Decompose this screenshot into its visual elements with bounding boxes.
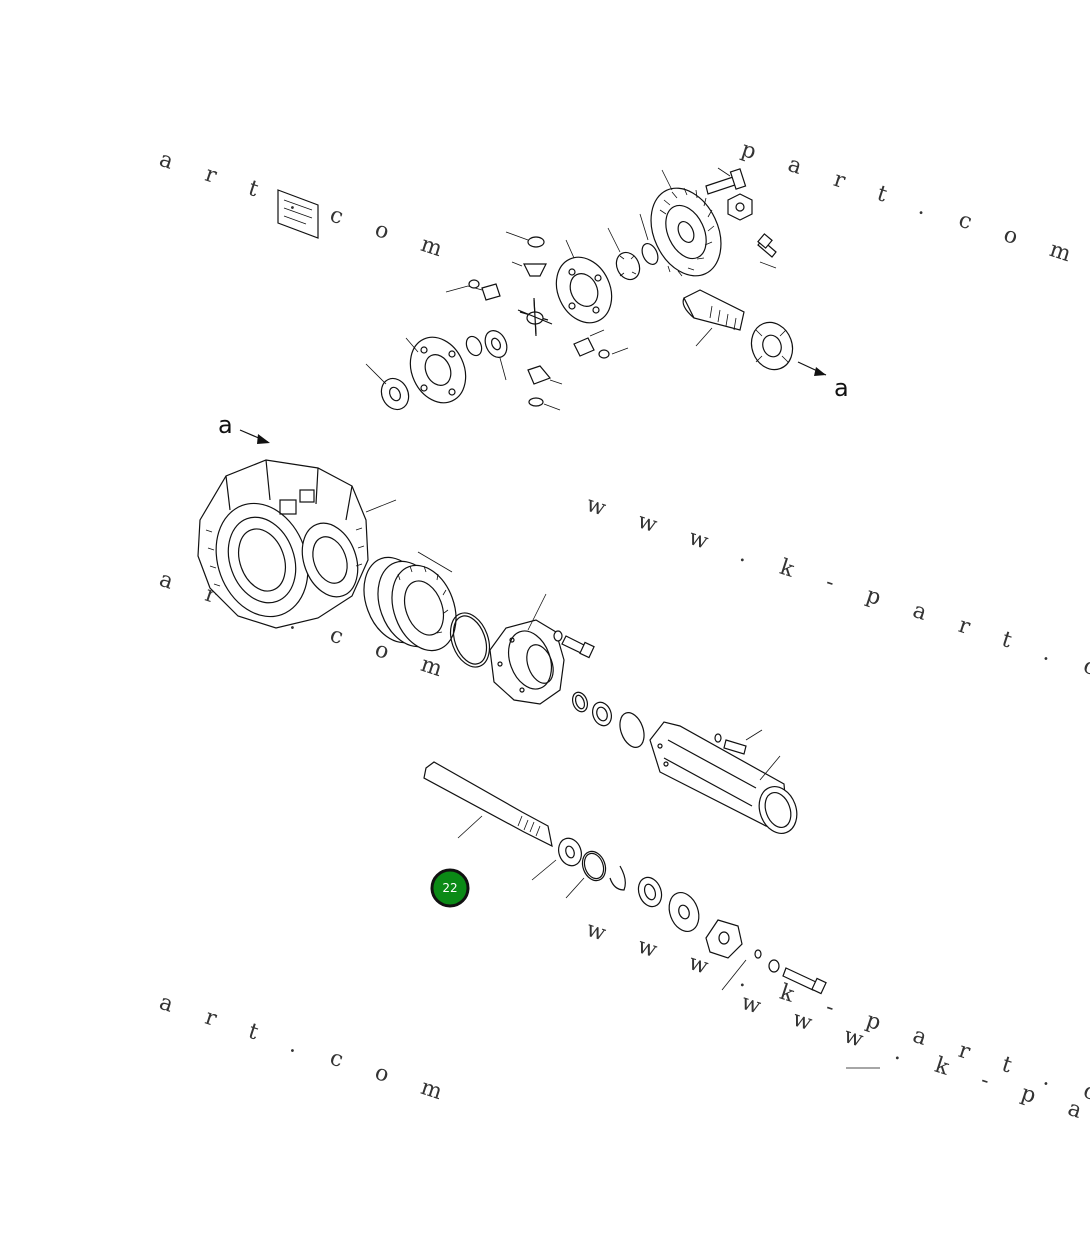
watermark-top-right: p a r t . c o m	[738, 137, 1087, 272]
o-ring-brake	[449, 612, 491, 668]
pinion-gear-right	[573, 329, 629, 359]
bearing-lower	[531, 837, 582, 881]
snap-ring-lower	[565, 850, 607, 899]
watermark-middle-right: w w w . k - p a r t . c o m	[583, 492, 1090, 718]
spider-cross	[517, 297, 553, 337]
diff-case-upper	[555, 239, 613, 324]
bolt-top	[705, 167, 747, 195]
part-hotspot-22[interactable]: 22	[430, 868, 470, 908]
side-gear-upper	[607, 227, 641, 281]
hub-bolt	[553, 630, 595, 659]
brake-hub	[489, 593, 565, 705]
pinion-gear-left	[445, 279, 501, 301]
wheel-bearing	[591, 701, 613, 727]
spacer-lower	[637, 876, 663, 908]
tube-bolt	[714, 729, 763, 755]
arrow-a-right	[797, 361, 827, 376]
part-label-box	[277, 189, 319, 239]
end-bolt	[754, 949, 827, 995]
side-gear-lower	[484, 330, 508, 381]
pinion-washer-top	[505, 231, 545, 248]
brake-disc-pack	[363, 551, 457, 652]
axle-tube	[649, 721, 798, 834]
watermark-bottom-left: a r t . c o m	[156, 990, 458, 1110]
nut-top-right	[727, 193, 753, 221]
callout-letter-a-right: a	[834, 374, 849, 402]
o-ring-tube	[619, 712, 645, 748]
pinion-shaft	[682, 289, 745, 347]
watermark-top-left: a r t . c o m	[156, 147, 458, 267]
end-yoke	[705, 919, 747, 991]
axle-housing	[197, 459, 397, 629]
differential-assembly: a	[365, 167, 849, 411]
axle-shaft	[423, 761, 553, 848]
hotspot-label: 22	[442, 881, 457, 895]
pinion-gear-bottom	[527, 365, 563, 411]
oil-seal	[571, 691, 589, 713]
diff-case-lower	[405, 336, 467, 404]
dust-cover	[668, 892, 700, 932]
retainer-ring	[609, 865, 626, 891]
ring-gear	[650, 169, 722, 277]
thrust-washer-upper	[639, 213, 659, 265]
callout-letter-a-left: a	[218, 411, 233, 439]
bearing-left-upper	[365, 363, 410, 411]
pinion-gear-top	[511, 261, 547, 277]
coupling-right	[750, 321, 794, 371]
bolt-small-right	[757, 233, 777, 269]
arrow-a-left	[239, 429, 270, 444]
washer-middle	[465, 335, 483, 357]
